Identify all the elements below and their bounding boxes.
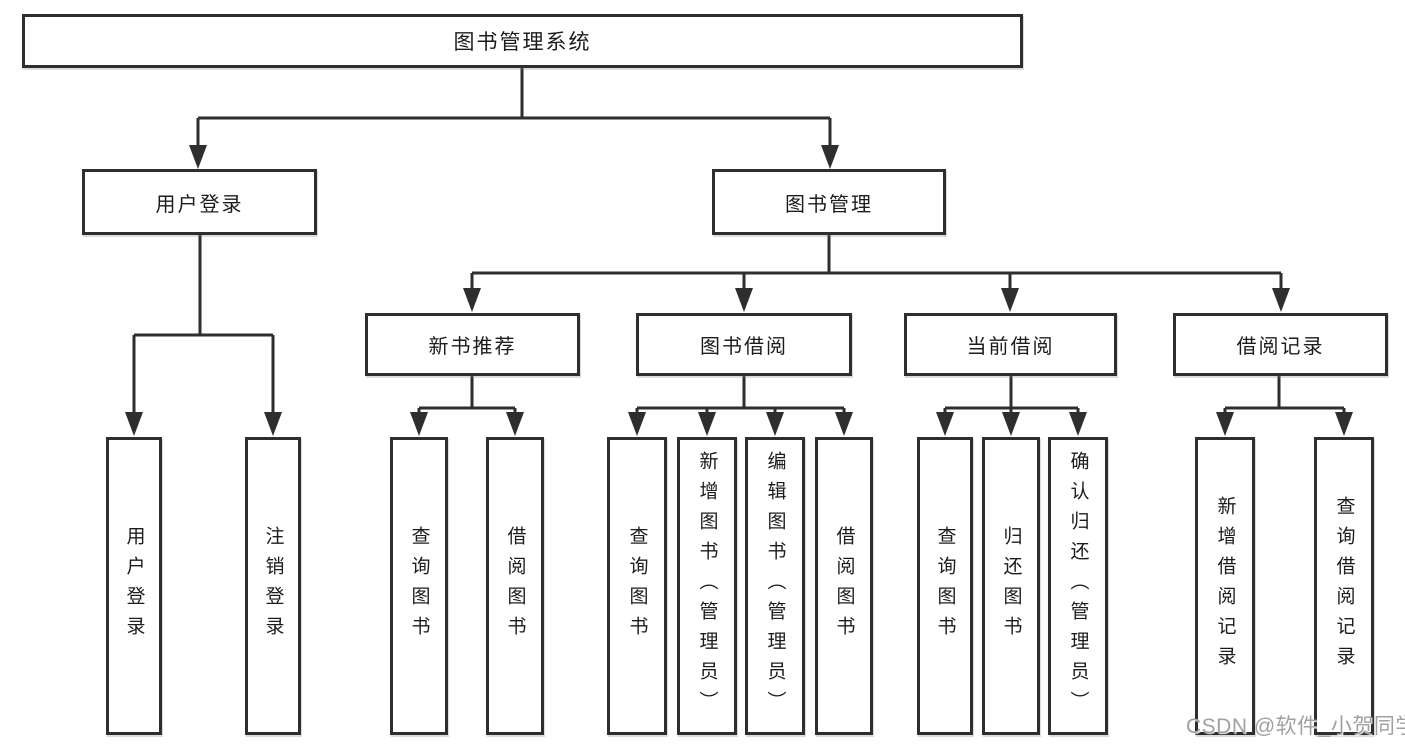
node-current-query-book: 查询图书 [917,437,973,735]
node-label: 借阅记录 [1236,336,1325,358]
node-records-add-record: 新增借阅记录 [1195,437,1255,735]
node-borrow-add-book-admin: 新增图书（管理员） [677,437,737,735]
node-label: 查询图书 [408,526,430,646]
node-library-system-root: 图书管理系统 [22,14,1023,68]
node-records-query-record: 查询借阅记录 [1314,437,1374,735]
node-user-login: 用户登录 [82,169,317,235]
node-borrow-query-book: 查询图书 [607,437,667,735]
node-borrow-edit-book-admin: 编辑图书（管理员） [745,437,805,735]
node-label: 图书借阅 [700,336,788,358]
node-label: 新书推荐 [428,336,517,358]
node-label: 新增借阅记录 [1214,496,1236,676]
node-label: 借阅图书 [833,526,855,646]
node-label: 查询图书 [626,526,648,646]
node-label: 归还图书 [1000,526,1022,646]
node-book-management: 图书管理 [712,169,946,235]
node-label: 用户登录 [123,526,145,646]
node-book-borrowing: 图书借阅 [636,313,852,376]
node-borrowing-records: 借阅记录 [1173,313,1388,376]
node-label: 查询借阅记录 [1333,496,1355,676]
connector-segments [132,68,1346,414]
node-label: 确认归还（管理员） [1067,451,1089,721]
node-label: 图书管理 [785,193,873,216]
node-label: 注销登录 [262,526,284,646]
node-label: 查询图书 [934,526,956,646]
node-user-login-action: 用户登录 [106,437,162,735]
arrowheads [125,145,1353,436]
node-new-book-recommendation: 新书推荐 [365,313,580,376]
node-label: 用户登录 [155,193,244,216]
node-current-borrowing: 当前借阅 [904,313,1117,376]
node-label: 图书管理系统 [453,31,592,54]
node-recommend-query-book: 查询图书 [390,437,448,735]
node-label: 当前借阅 [966,336,1055,358]
node-current-return-book: 归还图书 [982,437,1040,735]
node-user-logout-action: 注销登录 [245,437,301,735]
node-recommend-borrow-book: 借阅图书 [486,437,544,735]
node-label: 编辑图书（管理员） [764,451,786,721]
node-borrow-borrow-book: 借阅图书 [815,437,873,735]
csdn-watermark: CSDN @软件_小贺同学 [1186,715,1405,738]
node-label: 借阅图书 [504,526,526,646]
node-label: 新增图书（管理员） [696,451,718,721]
node-current-confirm-return-admin: 确认归还（管理员） [1048,437,1108,735]
